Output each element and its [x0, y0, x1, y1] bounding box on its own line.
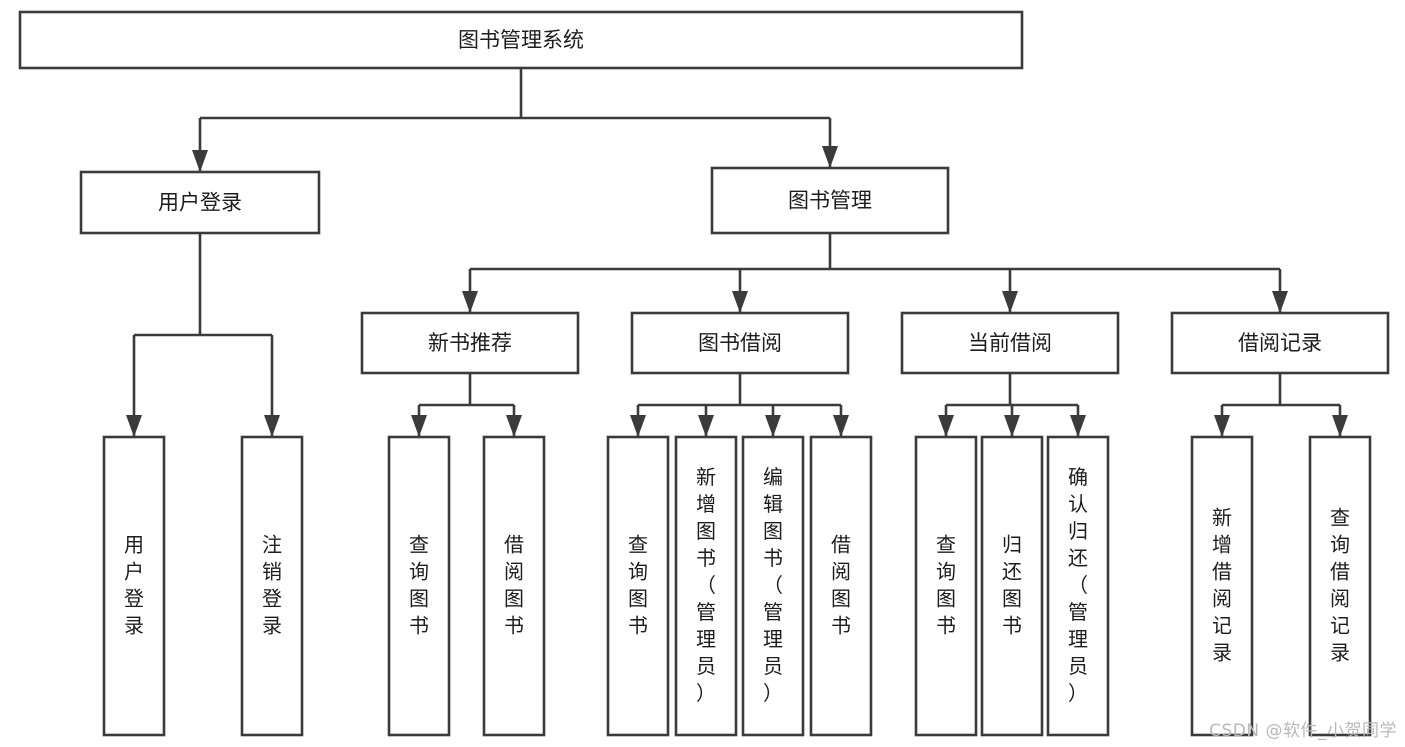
node-box — [900, 311, 1120, 375]
arrow-head-icon — [765, 415, 781, 437]
node-box — [102, 435, 166, 737]
node-book-manage[interactable]: 图书管理 — [710, 166, 950, 235]
node-box — [980, 435, 1044, 737]
node-borrow-record[interactable]: 借阅记录 — [1170, 311, 1390, 375]
arrow-head-icon — [126, 415, 142, 437]
node-label: 确认归还（管理员） — [1068, 465, 1088, 705]
connector-layer — [126, 68, 1348, 437]
arrow-head-icon — [264, 415, 280, 437]
node-label: 查询图书 — [936, 532, 956, 637]
node-book-borrow[interactable]: 图书借阅 — [630, 311, 850, 375]
node-label: 借阅记录 — [1238, 331, 1322, 355]
node-label: 注销登录 — [262, 532, 282, 637]
node-borrow-borrow-book[interactable]: 借阅图书 — [809, 435, 873, 737]
node-label: 新增借阅记录 — [1212, 505, 1232, 664]
arrow-head-icon — [192, 150, 208, 172]
node-borrow-query-book[interactable]: 查询图书 — [606, 435, 670, 737]
arrow-head-icon — [938, 415, 954, 437]
node-label: 归还图书 — [1002, 532, 1022, 637]
node-user-login[interactable]: 用户登录 — [79, 170, 321, 235]
node-label: 图书管理系统 — [458, 28, 584, 52]
node-new-book-recommend[interactable]: 新书推荐 — [360, 311, 580, 375]
node-label: 借阅图书 — [504, 532, 524, 637]
node-label: 新增图书（管理员） — [696, 465, 716, 705]
arrow-head-icon — [1002, 291, 1018, 313]
arrow-head-icon — [1214, 415, 1230, 437]
arrow-head-icon — [732, 291, 748, 313]
node-box — [1308, 435, 1372, 737]
node-label: 用户登录 — [124, 532, 144, 637]
arrow-head-icon — [1070, 415, 1086, 437]
node-box — [674, 435, 738, 737]
node-user-logout[interactable]: 注销登录 — [240, 435, 304, 737]
node-user-login-do[interactable]: 用户登录 — [102, 435, 166, 737]
arrow-head-icon — [506, 415, 522, 437]
node-box — [1046, 435, 1110, 737]
arrow-head-icon — [462, 291, 478, 313]
arrow-head-icon — [698, 415, 714, 437]
node-label: 查询图书 — [628, 532, 648, 637]
node-label: 查询借阅记录 — [1330, 505, 1350, 664]
arrow-head-icon — [1332, 415, 1348, 437]
arrow-head-icon — [411, 415, 427, 437]
node-label: 图书借阅 — [698, 331, 782, 355]
node-box — [809, 435, 873, 737]
node-box — [482, 435, 546, 737]
node-label: 借阅图书 — [831, 532, 851, 637]
arrow-head-icon — [833, 415, 849, 437]
node-box — [741, 435, 805, 737]
node-box — [630, 311, 850, 375]
arrow-head-icon — [630, 415, 646, 437]
node-current-return-book[interactable]: 归还图书 — [980, 435, 1044, 737]
node-box — [387, 435, 451, 737]
node-record-query[interactable]: 查询借阅记录 — [1308, 435, 1372, 737]
node-label: 图书管理 — [788, 189, 872, 213]
node-box — [914, 435, 978, 737]
arrow-head-icon — [1004, 415, 1020, 437]
node-box — [1170, 311, 1390, 375]
node-borrow-add-book[interactable]: 新增图书（管理员） — [674, 435, 738, 737]
node-layer: 图书管理系统用户登录图书管理用户登录注销登录新书推荐查询图书借阅图书图书借阅查询… — [18, 10, 1390, 737]
node-current-query-book[interactable]: 查询图书 — [914, 435, 978, 737]
node-box — [240, 435, 304, 737]
node-recommend-borrow-book[interactable]: 借阅图书 — [482, 435, 546, 737]
node-box — [360, 311, 580, 375]
node-box — [79, 170, 321, 235]
node-current-confirm-return[interactable]: 确认归还（管理员） — [1046, 435, 1110, 737]
node-root[interactable]: 图书管理系统 — [18, 10, 1024, 70]
node-label: 当前借阅 — [968, 331, 1052, 355]
node-label: 用户登录 — [158, 191, 242, 215]
node-record-add[interactable]: 新增借阅记录 — [1190, 435, 1254, 737]
node-borrow-edit-book[interactable]: 编辑图书（管理员） — [741, 435, 805, 737]
node-box — [606, 435, 670, 737]
node-label: 查询图书 — [409, 532, 429, 637]
node-label: 新书推荐 — [428, 331, 512, 355]
arrow-head-icon — [822, 146, 838, 168]
node-box — [18, 10, 1024, 70]
node-box — [710, 166, 950, 235]
node-current-borrow[interactable]: 当前借阅 — [900, 311, 1120, 375]
arrow-head-icon — [1272, 291, 1288, 313]
node-box — [1190, 435, 1254, 737]
node-label: 编辑图书（管理员） — [763, 465, 783, 705]
node-recommend-query-book[interactable]: 查询图书 — [387, 435, 451, 737]
